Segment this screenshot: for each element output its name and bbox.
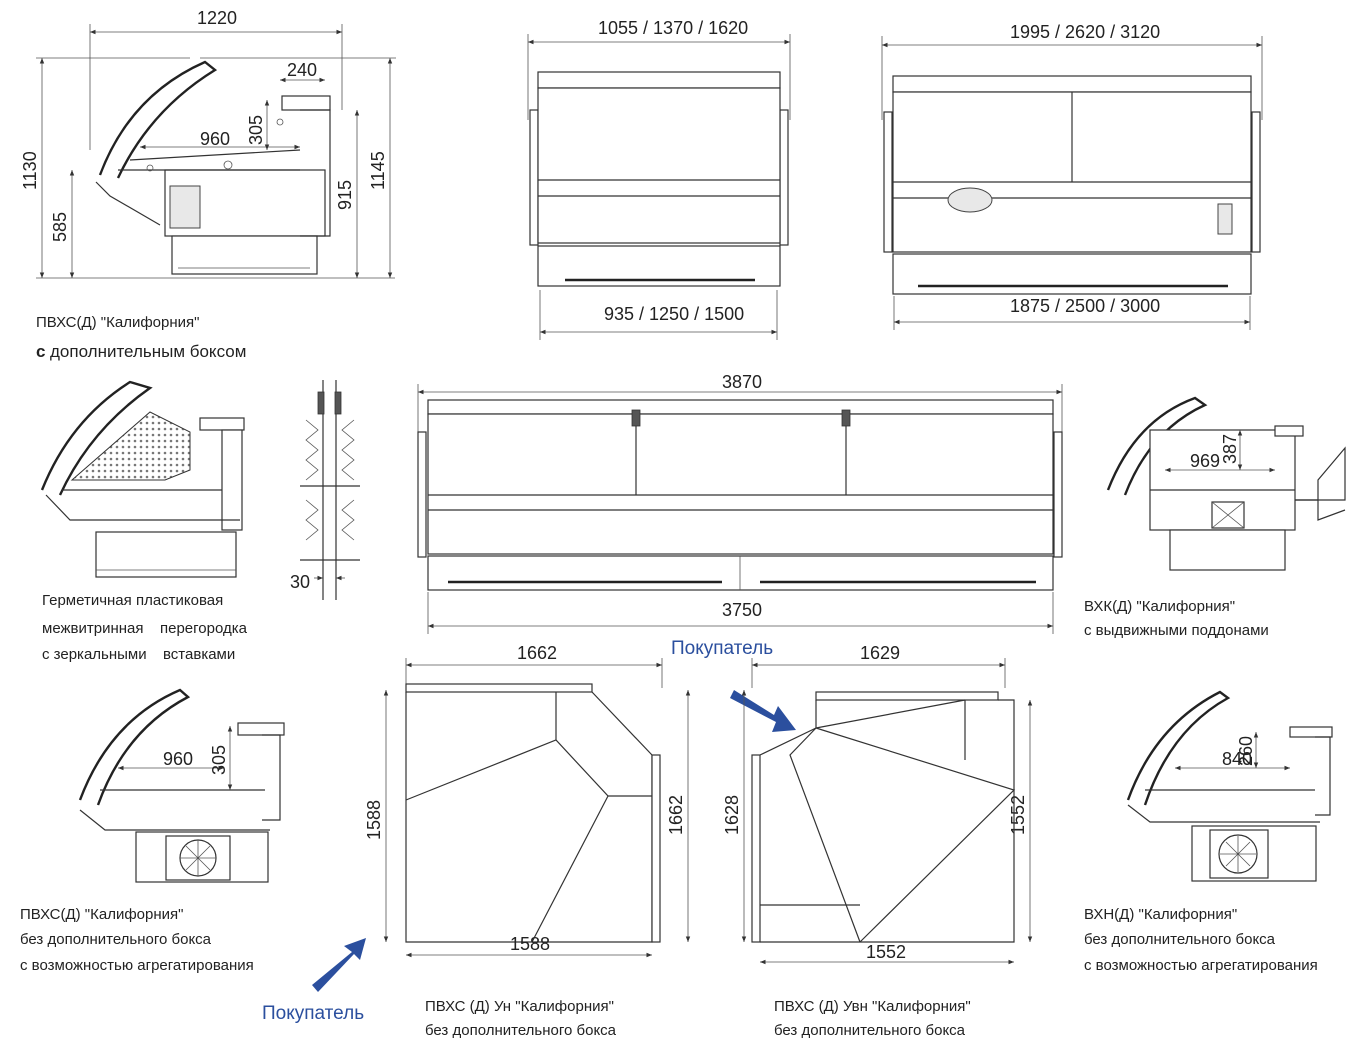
front-view-large: 3870 3750 <box>417 372 1063 634</box>
buyer-label-top: Покупатель <box>671 638 773 659</box>
dim-box-height: 915 <box>335 180 355 210</box>
section-dim: 30 <box>290 572 310 592</box>
front-medium-dim-bottom: 1875 / 2500 / 3000 <box>1010 296 1160 316</box>
side-view-vxk: 969 387 <box>1106 396 1346 571</box>
corner-un-dim-right: 1662 <box>666 795 686 835</box>
dim-total-height: 1145 <box>368 151 388 190</box>
corner-uvn-dim-bottom: 1552 <box>866 942 906 962</box>
vxn-caption-1: ВХН(Д) "Калифорния" <box>1084 906 1237 923</box>
vxn-caption-3: с возможностью агрегатирования <box>1084 957 1318 974</box>
caption-pvxs-box-2: дополнительным боксом <box>50 342 246 361</box>
vxn-caption-2: без дополнительного бокса <box>1084 931 1276 948</box>
pvxs-nobox-dim-depth: 960 <box>163 749 193 769</box>
side-view-vxn: 840 260 <box>1126 690 1333 882</box>
dim-shelf-h: 305 <box>246 115 266 145</box>
front-large-dim-top: 3870 <box>722 372 762 392</box>
dim-depth: 960 <box>200 129 230 149</box>
partition-view <box>40 380 245 578</box>
corner-uvn-dim-right: 1552 <box>1008 795 1028 835</box>
vxk-caption-2: с выдвижными поддонами <box>1084 622 1269 639</box>
pvxs-nobox-caption-3: с возможностью агрегатирования <box>20 957 254 974</box>
corner-un-caption-2: без дополнительного бокса <box>425 1022 617 1039</box>
partition-caption-2b: перегородка <box>160 620 248 637</box>
corner-uvn-caption-2: без дополнительного бокса <box>774 1022 966 1039</box>
front-view-medium: 1995 / 2620 / 3120 1875 / 2500 / 3000 <box>881 22 1263 330</box>
vxn-dim-depth: 840 <box>1222 749 1252 769</box>
dim-total-width: 1220 <box>197 8 237 28</box>
vxk-caption-1: ВХК(Д) "Калифорния" <box>1084 598 1235 615</box>
vxk-dim-h: 387 <box>1220 434 1240 464</box>
front-large-dim-bottom: 3750 <box>722 600 762 620</box>
front-medium-dim-top: 1995 / 2620 / 3120 <box>1010 22 1160 42</box>
corner-uvn-plan: 1629 1628 1552 1552 <box>722 643 1033 965</box>
corner-uvn-caption-1: ПВХС (Д) Увн "Калифорния" <box>774 998 971 1015</box>
front-view-small: 1055 / 1370 / 1620 935 / 1250 / 1500 <box>527 18 791 340</box>
dim-lower: 585 <box>50 212 70 242</box>
corner-uvn-dim-top: 1629 <box>860 643 900 663</box>
pvxs-nobox-dim-h: 305 <box>209 745 229 775</box>
corner-un-dim-top: 1662 <box>517 643 557 663</box>
section-detail: 30 <box>290 380 360 600</box>
corner-un-caption-1: ПВХС (Д) Ун "Калифорния" <box>425 998 614 1015</box>
buyer-label-bottom: Покупатель <box>262 1003 364 1024</box>
caption-pvxs-box-1: ПВХС(Д) "Калифорния" <box>36 314 199 331</box>
dim-height: 1130 <box>20 151 40 190</box>
buyer-arrow-icon-bottom <box>312 938 366 992</box>
partition-caption-2a: межвитринная <box>42 620 144 637</box>
corner-un-plan: 1662 1588 1662 1588 <box>364 643 691 958</box>
corner-un-dim-bottom: 1588 <box>510 934 550 954</box>
caption-pvxs-box-2-bold: с <box>36 342 45 361</box>
vxk-dim-depth: 969 <box>1190 451 1220 471</box>
front-small-dim-bottom: 935 / 1250 / 1500 <box>604 304 744 324</box>
partition-caption-3b: вставками <box>163 646 235 663</box>
partition-caption-3a: с зеркальными <box>42 646 147 663</box>
corner-uvn-dim-left: 1628 <box>722 795 742 835</box>
vxn-dim-h: 260 <box>1236 736 1256 766</box>
dim-box-width: 240 <box>287 60 317 80</box>
pvxs-nobox-caption-2: без дополнительного бокса <box>20 931 212 948</box>
buyer-arrow-icon-top <box>730 690 796 732</box>
front-small-dim-top: 1055 / 1370 / 1620 <box>598 18 748 38</box>
side-view-pvxs-with-box: 1220 240 1130 585 915 1145 960 305 <box>20 8 396 279</box>
pvxs-nobox-caption-1: ПВХС(Д) "Калифорния" <box>20 906 183 923</box>
side-view-pvxs-no-box: 960 305 <box>78 688 285 883</box>
corner-un-dim-left: 1588 <box>364 800 384 840</box>
partition-caption-1: Герметичная пластиковая <box>42 592 223 609</box>
